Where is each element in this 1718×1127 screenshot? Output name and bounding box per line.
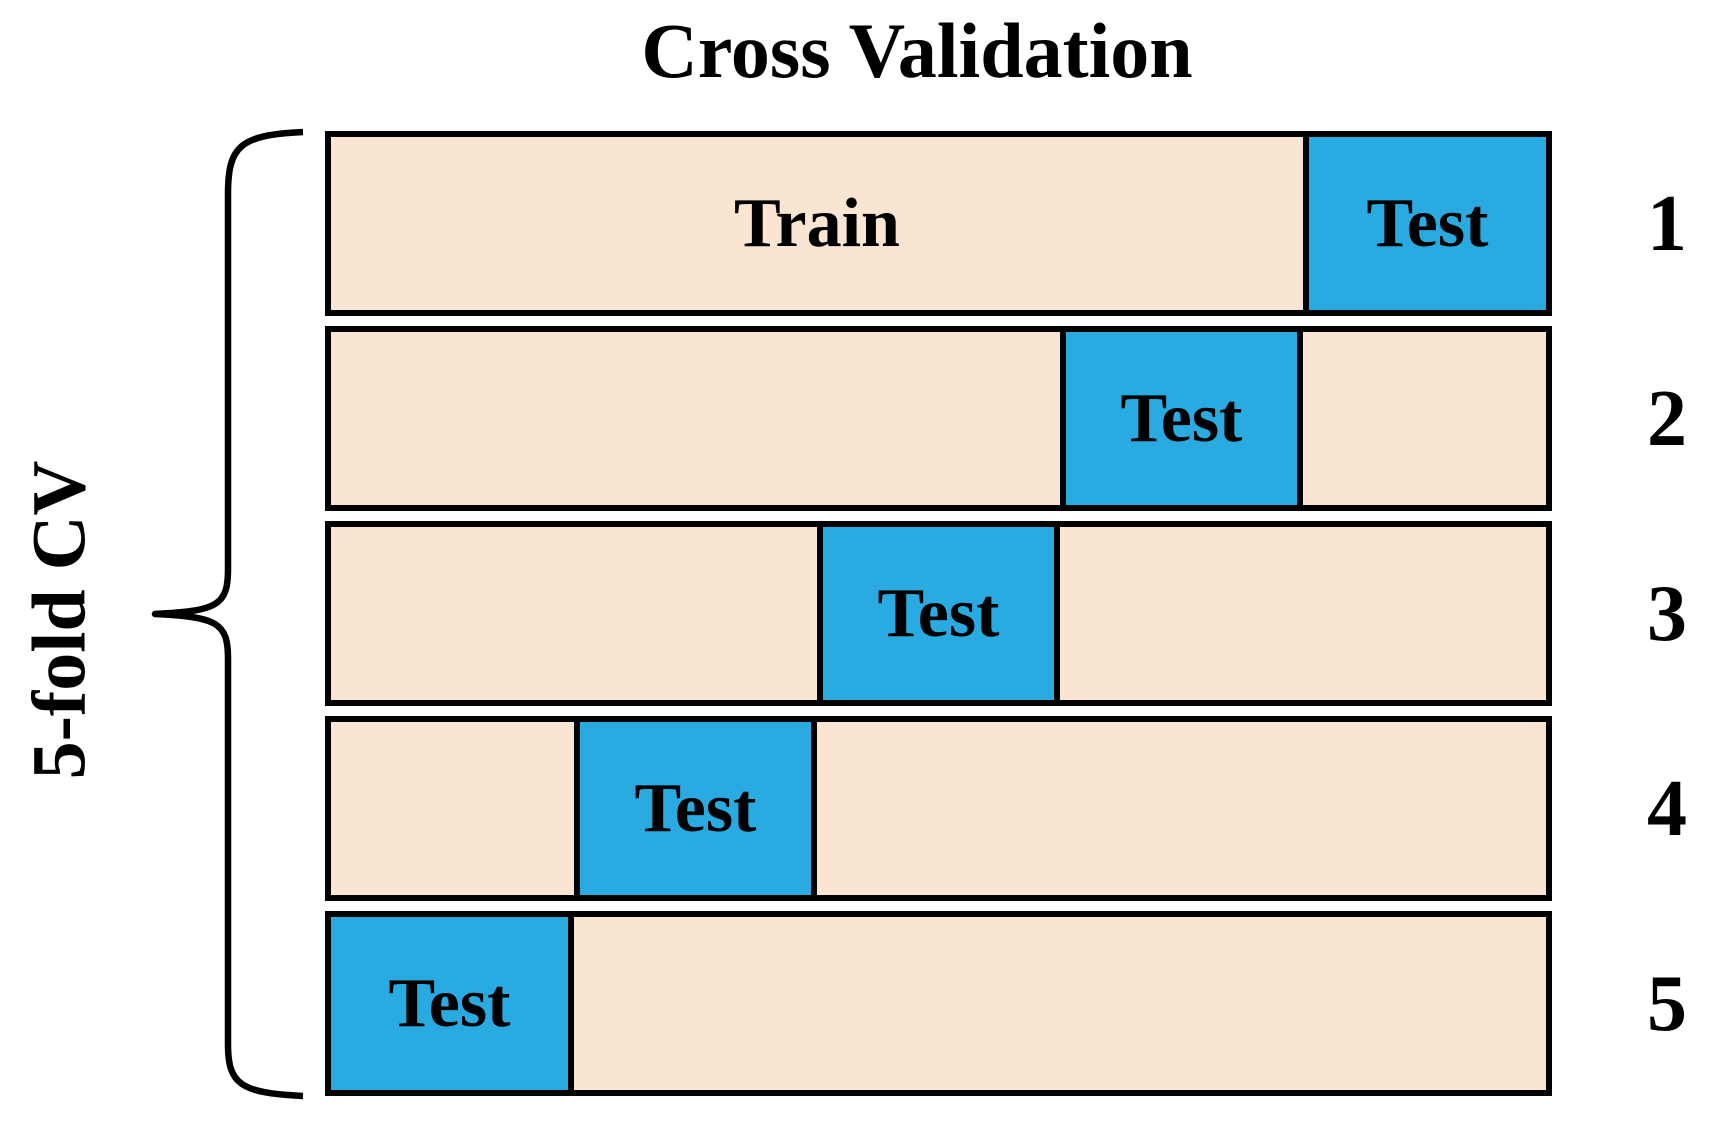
test-label: Test [1120,379,1243,457]
fold-number-1: 1 [1647,179,1687,268]
train-segment [331,527,817,700]
test-segment: Test [574,722,817,895]
fold-row-5: Test [325,911,1552,1096]
fold-number-2: 2 [1647,374,1687,463]
train-segment [331,722,574,895]
fold-number-4: 4 [1647,764,1687,853]
train-segment: Train [331,137,1303,310]
fold-number-3: 3 [1647,569,1687,658]
train-segment [331,332,1060,505]
train-segment [1060,527,1546,700]
train-segment [574,917,1546,1090]
test-segment: Test [331,917,574,1090]
test-label: Test [388,964,511,1042]
fold-number-5: 5 [1647,959,1687,1048]
side-label-5-fold-cv: 5-fold CV [17,460,102,780]
test-segment: Test [817,527,1060,700]
fold-rows: Train Test Test Test Test [325,131,1552,1096]
figure-title: Cross Validation [641,7,1193,94]
train-label: Train [734,184,900,262]
fold-row-3: Test [325,521,1552,706]
fold-row-4: Test [325,716,1552,901]
curly-brace [151,128,304,1100]
fold-row-2: Test [325,326,1552,511]
fold-numbers: 1 2 3 4 5 [1612,131,1718,1096]
test-segment: Test [1060,332,1303,505]
test-label: Test [877,574,1000,652]
train-segment [817,722,1546,895]
test-segment: Test [1303,137,1546,310]
train-segment [1303,332,1546,505]
test-label: Test [634,769,757,847]
test-label: Test [1366,184,1489,262]
fold-row-1: Train Test [325,131,1552,316]
